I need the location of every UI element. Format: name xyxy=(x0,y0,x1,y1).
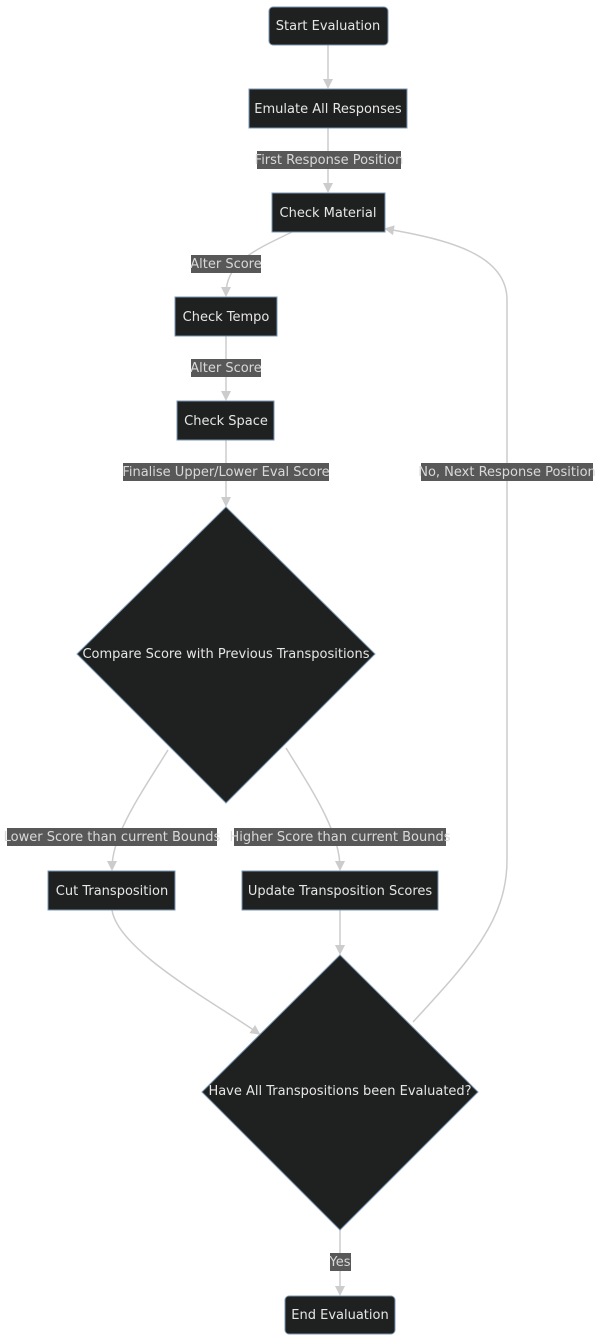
edge-labels: First Response Position Alter Score Alte… xyxy=(4,151,596,1271)
edge-label-bg-finalise xyxy=(123,463,329,481)
node-update-transposition-scores-label: Update Transposition Scores xyxy=(248,884,433,899)
node-start-evaluation-label: Start Evaluation xyxy=(276,19,380,34)
node-all-evaluated-decision: Have All Transpositions been Evaluated? xyxy=(201,954,479,1231)
node-check-material-label: Check Material xyxy=(280,206,377,221)
node-check-space-label: Check Space xyxy=(184,414,268,429)
edge-label-lower: Lower Score than current Bounds xyxy=(4,830,221,845)
edge-label-bg-alter-score-1 xyxy=(191,255,261,273)
node-emulate-all-responses-label: Emulate All Responses xyxy=(254,102,402,117)
edge-label-bg-lower xyxy=(7,828,217,846)
node-all-evaluated-label: Have All Transpositions been Evaluated? xyxy=(208,1084,471,1099)
edge-label-alter-score-2: Alter Score xyxy=(190,361,262,376)
edge-label-next-response: No, Next Response Position xyxy=(418,465,596,480)
node-check-material: Check Material xyxy=(271,192,386,233)
node-check-space: Check Space xyxy=(176,400,275,441)
edge-label-alter-score-1: Alter Score xyxy=(190,257,262,272)
edge-label-bg-yes xyxy=(330,1253,351,1271)
node-compare-score-label: Compare Score with Previous Transpositio… xyxy=(82,647,369,662)
edge-label-higher: Higher Score than current Bounds xyxy=(230,830,451,845)
node-start-evaluation: Start Evaluation xyxy=(268,6,389,46)
node-cut-transposition-label: Cut Transposition xyxy=(56,884,168,899)
node-cut-transposition: Cut Transposition xyxy=(47,870,176,911)
edge-compare-to-cut xyxy=(107,749,169,871)
edge-cut-to-all-evaluated xyxy=(111,909,261,1035)
node-compare-score-decision: Compare Score with Previous Transpositio… xyxy=(76,506,376,804)
edge-all-evaluated-to-material xyxy=(384,225,508,1023)
edge-label-bg-next-response xyxy=(421,463,593,481)
edge-label-finalise: Finalise Upper/Lower Eval Score xyxy=(122,465,329,480)
edge-label-bg-first-response xyxy=(257,151,401,169)
edge-compare-to-update xyxy=(285,747,345,871)
edge-label-bg-higher xyxy=(234,828,446,846)
nodes: Start Evaluation Emulate All Responses C… xyxy=(47,6,479,1335)
node-check-tempo-label: Check Tempo xyxy=(183,310,270,325)
edge-label-yes: Yes xyxy=(329,1255,351,1270)
node-emulate-all-responses: Emulate All Responses xyxy=(248,88,408,129)
node-end-evaluation: End Evaluation xyxy=(284,1295,396,1335)
node-end-evaluation-label: End Evaluation xyxy=(291,1308,388,1323)
edge-label-first-response: First Response Position xyxy=(255,153,404,168)
node-update-transposition-scores: Update Transposition Scores xyxy=(241,870,439,911)
edge-label-bg-alter-score-2 xyxy=(191,359,261,377)
node-check-tempo: Check Tempo xyxy=(174,296,278,337)
